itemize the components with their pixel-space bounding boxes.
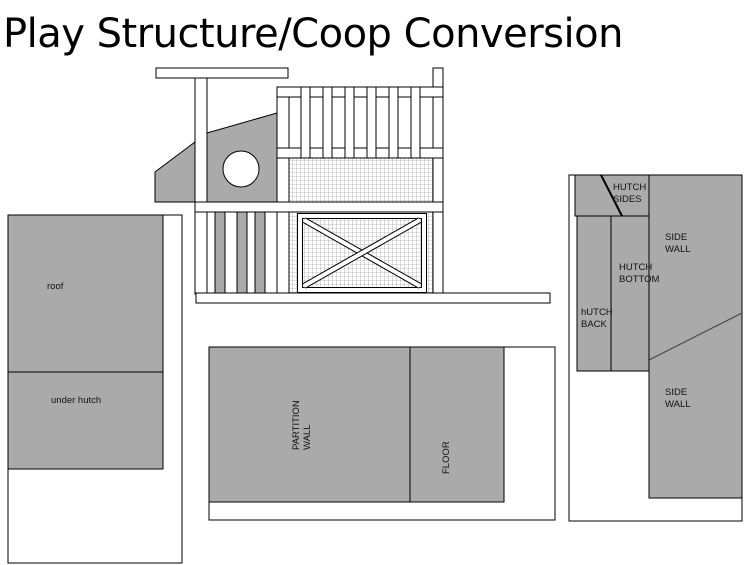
- hutch-bottom-label-2: BOTTOM: [619, 274, 660, 285]
- side-wall-top-label-2: WALL: [665, 244, 691, 255]
- under-hutch-label: under hutch: [51, 395, 101, 406]
- page-title: Play Structure/Coop Conversion: [3, 11, 623, 57]
- base-beam: [195, 292, 551, 304]
- tower-post-right: [432, 67, 444, 295]
- svg-text:FLOOR: FLOOR: [441, 441, 452, 474]
- railing-balusters: [300, 86, 421, 159]
- hutch-sides-label-1: HUTCH: [613, 182, 646, 193]
- sheet-left: [7, 214, 183, 564]
- hutch-back-label-2: BACK: [581, 319, 608, 330]
- hutch-mesh: [288, 157, 434, 203]
- porthole-window: [222, 150, 260, 188]
- hutch-back-label-1: hUTCH: [581, 307, 613, 318]
- coop-door: [297, 213, 427, 293]
- side-wall-bottom-label-1: SIDE: [665, 387, 687, 398]
- sheet-right: [568, 174, 743, 522]
- railing-top-rail: [276, 86, 444, 98]
- roof-label: roof: [47, 281, 64, 292]
- sheet-middle: [208, 346, 556, 521]
- hutch-back-panel: [576, 215, 612, 372]
- side-wall-diagonal: [648, 312, 743, 361]
- right-sheet-labels: HUTCH SIDES SIDE WALL HUTCH BOTTOM hUTCH…: [581, 182, 691, 410]
- roof-panel: [7, 214, 164, 373]
- svg-text:PARTITION: PARTITION: [291, 400, 302, 450]
- canopy-beam: [155, 67, 289, 79]
- under-hutch-panel: [7, 371, 164, 470]
- hutch-sides-diagonal: [600, 174, 623, 217]
- svg-text:WALL: WALL: [302, 424, 313, 450]
- side-wall-bottom-label-2: WALL: [665, 399, 691, 410]
- hutch-sides-label-2: SIDES: [613, 194, 642, 205]
- partition-wall-label: PARTITION WALL: [291, 400, 313, 450]
- lower-slats: [206, 211, 278, 295]
- left-post: [194, 77, 208, 295]
- hutch-bottom-label-1: HUTCH: [619, 262, 652, 273]
- hutch-bottom-panel: [610, 215, 650, 372]
- side-wall-top-label-1: SIDE: [665, 232, 687, 243]
- floor-panel: [409, 346, 505, 503]
- floor-label: FLOOR: [441, 441, 452, 474]
- play-structure-illustration: [154, 67, 551, 304]
- deck-beam: [194, 201, 444, 213]
- tower-post-left: [276, 87, 290, 295]
